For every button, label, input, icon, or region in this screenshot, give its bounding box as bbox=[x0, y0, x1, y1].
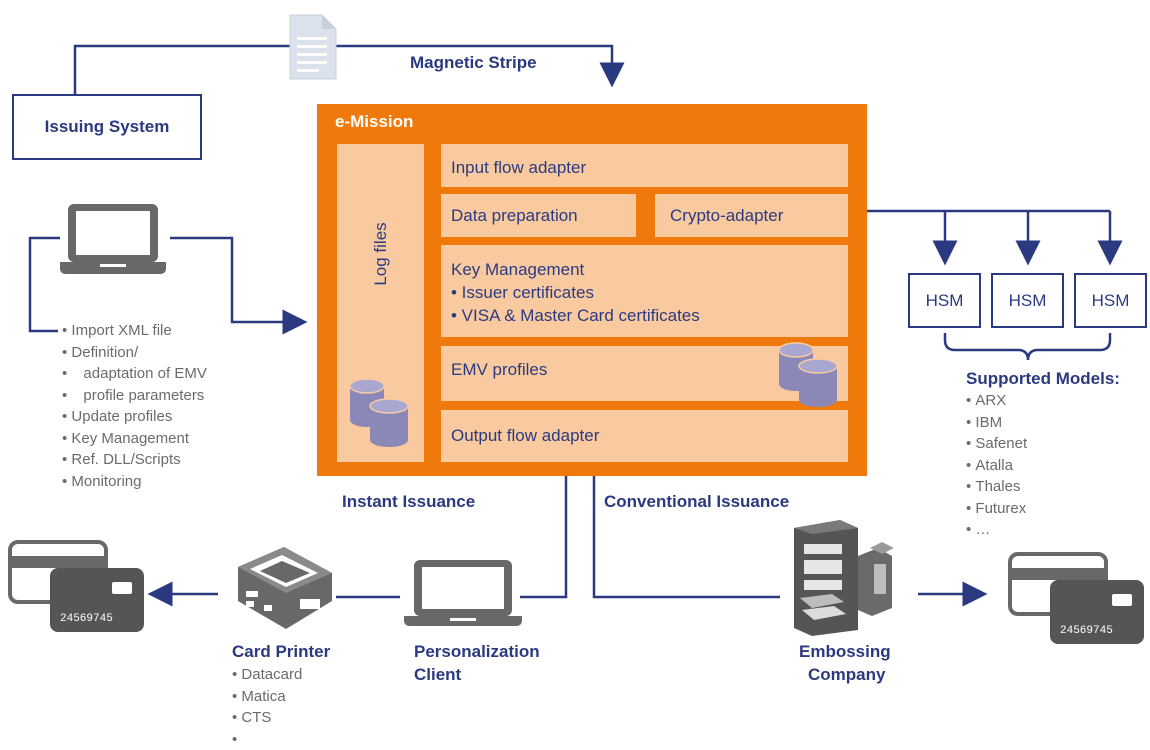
feature-item-continued: profile parameters bbox=[62, 385, 207, 407]
output-flow-adapter: Output flow adapter bbox=[441, 410, 848, 462]
data-preparation-label: Data preparation bbox=[451, 206, 578, 225]
embossing-company-label-1: Embossing bbox=[799, 642, 891, 662]
card-printer-title: Card Printer bbox=[232, 642, 330, 662]
key-management-item-1: • Issuer certificates bbox=[451, 281, 848, 304]
personalization-client-label-2: Client bbox=[414, 665, 461, 685]
card-printer-icon bbox=[224, 543, 336, 633]
input-flow-adapter: Input flow adapter bbox=[441, 144, 848, 187]
feature-item: Definition/ bbox=[62, 342, 207, 364]
hsm-label: HSM bbox=[1009, 291, 1047, 311]
conventional-issuance-label: Conventional Issuance bbox=[604, 492, 789, 512]
instant-issuance-label: Instant Issuance bbox=[342, 492, 475, 512]
card-number: 24569745 bbox=[60, 613, 113, 625]
feature-item-continued: adaptation of EMV bbox=[62, 363, 207, 385]
model-item: Thales bbox=[966, 476, 1027, 498]
card-printer-list: Datacard Matica CTS bbox=[232, 664, 302, 750]
emv-profiles: EMV profiles bbox=[441, 346, 848, 401]
line-workstation-list-bracket bbox=[30, 238, 60, 331]
printer-brand-item bbox=[232, 729, 302, 750]
data-preparation: Data preparation bbox=[441, 194, 636, 237]
hsm-label: HSM bbox=[926, 291, 964, 311]
hsm-box-1: HSM bbox=[908, 273, 981, 328]
feature-item: Update profiles bbox=[62, 406, 207, 428]
printer-brand-item: Matica bbox=[232, 686, 302, 708]
emission-title: e-Mission bbox=[335, 112, 413, 132]
crypto-adapter-label: Crypto-adapter bbox=[670, 206, 783, 225]
issuing-system-label: Issuing System bbox=[45, 117, 170, 137]
hsm-label: HSM bbox=[1092, 291, 1130, 311]
feature-item: Ref. DLL/Scripts bbox=[62, 449, 207, 471]
feature-item: Import XML file bbox=[62, 320, 207, 342]
personalization-client-label-1: Personalization bbox=[414, 642, 540, 662]
log-files-panel: Log files bbox=[337, 144, 424, 462]
model-item: IBM bbox=[966, 412, 1027, 434]
feature-item: Monitoring bbox=[62, 471, 207, 493]
workstation-feature-list: Import XML file Definition/ adaptation o… bbox=[62, 320, 207, 492]
model-item: Atalla bbox=[966, 455, 1027, 477]
laptop-icon bbox=[58, 200, 170, 276]
line-workstation-to-emission bbox=[170, 238, 300, 322]
model-item: … bbox=[966, 519, 1027, 541]
model-item: Futurex bbox=[966, 498, 1027, 520]
issuing-system-box: Issuing System bbox=[12, 94, 202, 160]
crypto-adapter: Crypto-adapter bbox=[655, 194, 848, 237]
output-flow-adapter-label: Output flow adapter bbox=[451, 426, 599, 445]
database-icon bbox=[345, 372, 415, 452]
key-management-item-2: • VISA & Master Card certificates bbox=[451, 304, 848, 327]
laptop-icon bbox=[402, 556, 524, 628]
model-item: Safenet bbox=[966, 433, 1027, 455]
supported-models-list: ARX IBM Safenet Atalla Thales Futurex … bbox=[966, 390, 1027, 541]
line-hsm-bracket bbox=[945, 333, 1110, 360]
feature-item: Key Management bbox=[62, 428, 207, 450]
printer-brand-item: CTS bbox=[232, 707, 302, 729]
supported-models-title: Supported Models: bbox=[966, 369, 1120, 389]
model-item: ARX bbox=[966, 390, 1027, 412]
database-icon bbox=[774, 336, 844, 416]
printer-brand-item: Datacard bbox=[232, 664, 302, 686]
key-management-title: Key Management bbox=[451, 258, 848, 281]
input-flow-adapter-label: Input flow adapter bbox=[451, 158, 586, 177]
card-number: 24569745 bbox=[1060, 625, 1113, 637]
log-files-label: Log files bbox=[371, 222, 391, 285]
hsm-box-3: HSM bbox=[1074, 273, 1147, 328]
magnetic-stripe-label: Magnetic Stripe bbox=[410, 53, 537, 73]
key-management: Key Management • Issuer certificates • V… bbox=[441, 245, 848, 337]
card-stack-icon: 24569745 bbox=[8, 540, 148, 640]
document-icon bbox=[288, 13, 338, 81]
embossing-machine-icon bbox=[782, 518, 902, 638]
embossing-company-label-2: Company bbox=[808, 665, 885, 685]
line-instant bbox=[520, 475, 566, 597]
card-stack-icon: 24569745 bbox=[1008, 552, 1148, 652]
hsm-box-2: HSM bbox=[991, 273, 1064, 328]
emv-profiles-label: EMV profiles bbox=[451, 360, 547, 379]
emission-container: e-Mission Log files Input fl bbox=[317, 104, 867, 476]
